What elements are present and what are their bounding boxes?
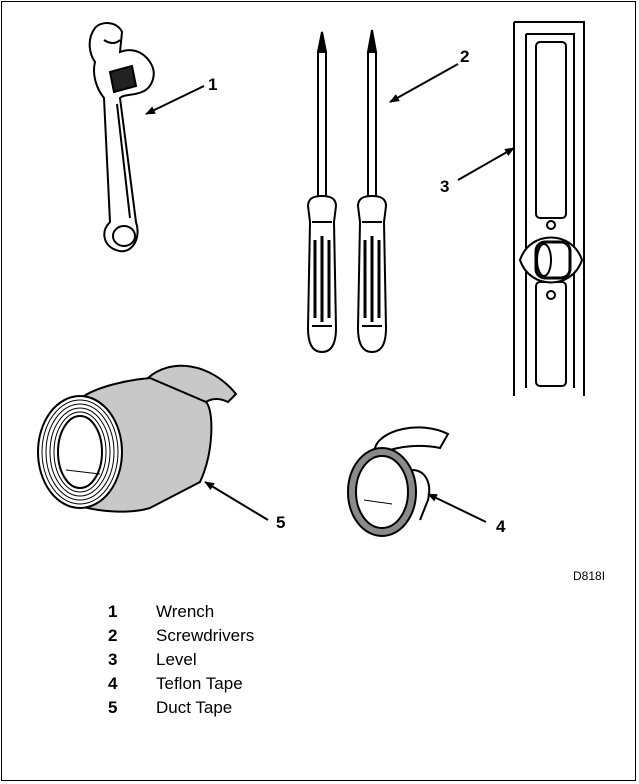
duct-tape-drawing bbox=[37, 364, 238, 513]
legend-item: 5 Duct Tape bbox=[108, 696, 254, 720]
wrench-drawing bbox=[88, 22, 155, 253]
callout-3: 3 bbox=[440, 177, 449, 196]
legend-list: 1 Wrench 2 Screwdrivers 3 Level 4 Teflon… bbox=[108, 600, 254, 720]
legend-item: 2 Screwdrivers bbox=[108, 624, 254, 648]
legend-number: 4 bbox=[108, 674, 118, 693]
legend-label: Level bbox=[156, 650, 197, 669]
teflon-tape-drawing bbox=[347, 426, 450, 537]
callout-4: 4 bbox=[496, 517, 506, 536]
phillips-screwdriver-drawing bbox=[356, 29, 388, 354]
legend-number: 3 bbox=[108, 650, 118, 669]
legend-item: 4 Teflon Tape bbox=[108, 672, 254, 696]
legend-number: 1 bbox=[108, 602, 118, 621]
legend-label: Teflon Tape bbox=[156, 674, 243, 693]
legend-number: 5 bbox=[108, 698, 118, 717]
flat-screwdriver-drawing bbox=[306, 31, 338, 354]
legend-number: 2 bbox=[108, 626, 118, 645]
legend-label: Wrench bbox=[156, 602, 215, 621]
legend-label: Duct Tape bbox=[156, 698, 233, 717]
legend-label: Screwdrivers bbox=[156, 626, 255, 645]
callout-5: 5 bbox=[276, 513, 285, 532]
callout-1: 1 bbox=[208, 75, 217, 94]
callout-arrows bbox=[145, 63, 515, 523]
figure-code: D818I bbox=[573, 569, 606, 583]
legend-item: 3 Level bbox=[108, 648, 254, 672]
callout-2: 2 bbox=[460, 47, 469, 66]
legend-item: 1 Wrench bbox=[108, 600, 254, 624]
level-drawing bbox=[513, 21, 585, 396]
